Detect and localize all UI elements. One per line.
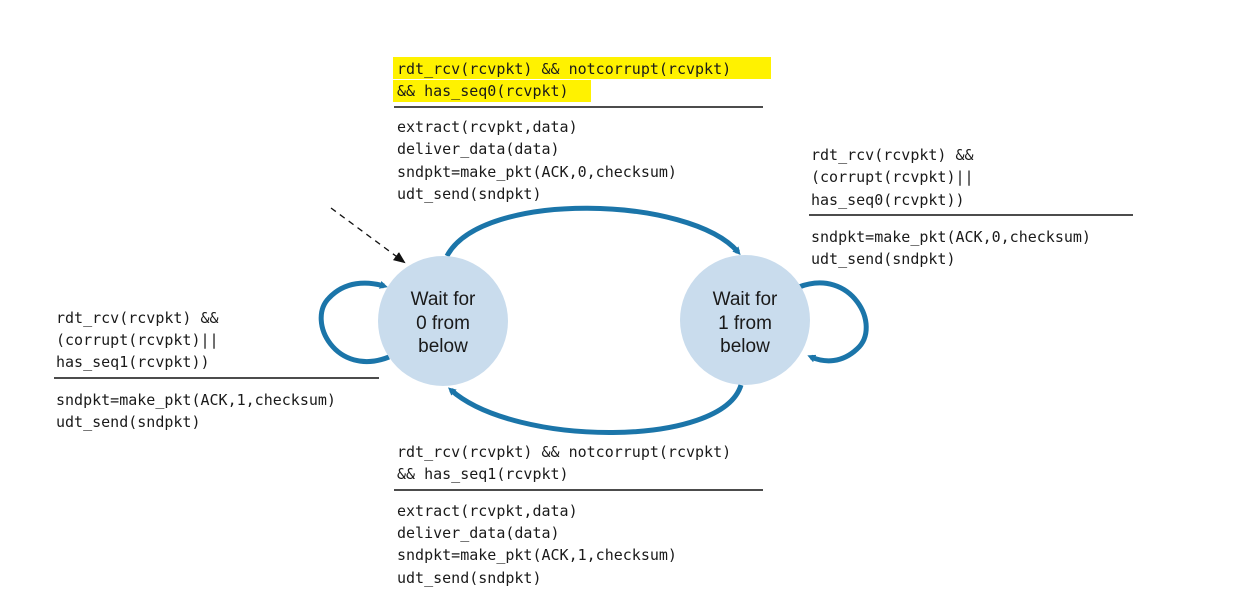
state-wait-for-0: Wait for 0 from below [378, 256, 508, 386]
top-action-line-4: udt_send(sndpkt) [397, 185, 542, 203]
top-event-line-2: && has_seq0(rcvpkt) [397, 82, 569, 100]
top-action-line-1: extract(rcvpkt,data) [397, 118, 578, 136]
transition-right-label: rdt_rcv(rcvpkt) && (corrupt(rcvpkt)|| ha… [809, 146, 1133, 268]
initial-state-arrow [330, 207, 406, 264]
right-action-line-2: udt_send(sndpkt) [811, 250, 956, 268]
bottom-event-line-2: && has_seq1(rcvpkt) [397, 465, 569, 483]
transition-top-label: rdt_rcv(rcvpkt) && notcorrupt(rcvpkt) &&… [394, 60, 763, 203]
left-event-line-2: (corrupt(rcvpkt)|| [56, 331, 219, 349]
right-event-line-2: (corrupt(rcvpkt)|| [811, 168, 974, 186]
transition-left-label: rdt_rcv(rcvpkt) && (corrupt(rcvpkt)|| ha… [54, 309, 379, 431]
right-action-line-1: sndpkt=make_pkt(ACK,0,checksum) [811, 228, 1091, 246]
state-wait-for-1: Wait for 1 from below [680, 255, 810, 385]
bottom-action-line-2: deliver_data(data) [397, 524, 560, 542]
highlight-line-1 [393, 57, 771, 79]
left-event-line-3: has_seq1(rcvpkt)) [56, 353, 210, 371]
arc-wait0-to-wait1 [444, 205, 741, 258]
transition-bottom-label: rdt_rcv(rcvpkt) && notcorrupt(rcvpkt) &&… [394, 443, 763, 587]
self-loop-wait0 [318, 280, 390, 365]
left-event-line-1: rdt_rcv(rcvpkt) && [56, 309, 219, 327]
state-wait0-line3: below [418, 336, 468, 357]
state-wait1-line3: below [720, 336, 770, 357]
state-wait1-line1: Wait for [713, 289, 778, 310]
right-event-line-3: has_seq0(rcvpkt)) [811, 191, 965, 209]
bottom-action-line-3: sndpkt=make_pkt(ACK,1,checksum) [397, 546, 677, 564]
state-wait1-line2: 1 from [718, 313, 772, 334]
state-wait0-line1: Wait for [411, 289, 476, 310]
state-wait1-circle [680, 255, 810, 385]
state-wait0-circle [378, 256, 508, 386]
right-event-line-1: rdt_rcv(rcvpkt) && [811, 146, 974, 164]
bottom-event-line-1: rdt_rcv(rcvpkt) && notcorrupt(rcvpkt) [397, 443, 731, 461]
top-action-line-2: deliver_data(data) [397, 140, 560, 158]
highlight-line-2 [393, 80, 591, 102]
left-action-line-1: sndpkt=make_pkt(ACK,1,checksum) [56, 391, 336, 409]
arc-wait1-to-wait0 [448, 384, 744, 435]
top-action-line-3: sndpkt=make_pkt(ACK,0,checksum) [397, 163, 677, 181]
bottom-action-line-1: extract(rcvpkt,data) [397, 502, 578, 520]
top-event-line-1: rdt_rcv(rcvpkt) && notcorrupt(rcvpkt) [397, 60, 731, 78]
left-action-line-2: udt_send(sndpkt) [56, 413, 201, 431]
self-loop-wait1 [798, 280, 869, 364]
bottom-action-line-4: udt_send(sndpkt) [397, 569, 542, 587]
state-wait0-line2: 0 from [416, 313, 470, 334]
